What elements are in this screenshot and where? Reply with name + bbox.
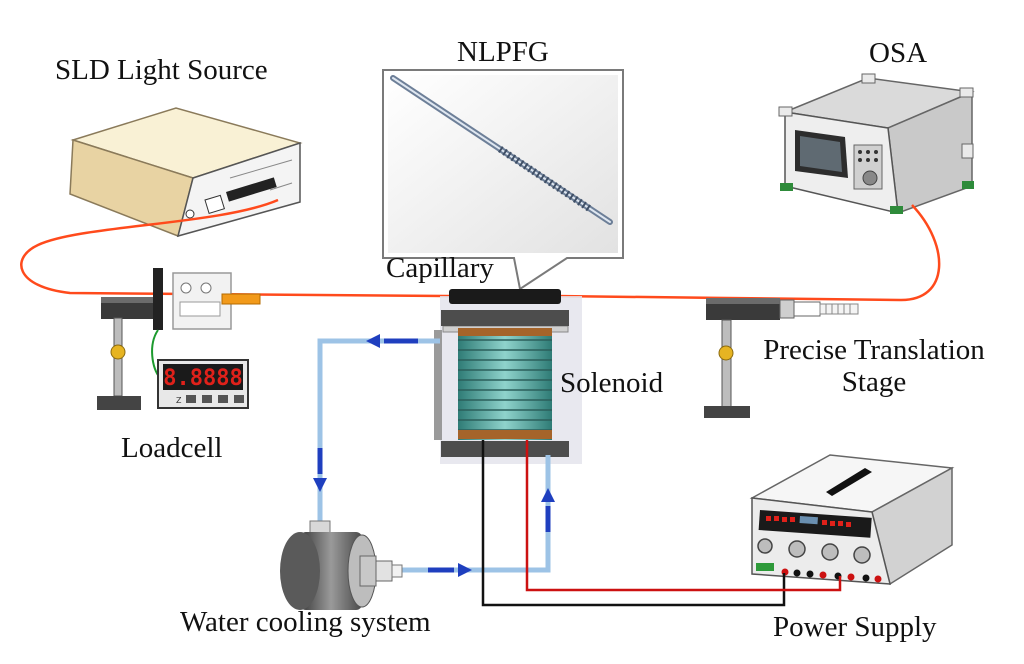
solenoid-icon	[434, 296, 582, 464]
sld-light-source-icon	[69, 107, 303, 238]
positive-wire	[525, 440, 842, 592]
power-supply-icon	[749, 454, 955, 586]
loadcell-key-label: Z	[176, 396, 182, 405]
power-supply-label: Power Supply	[773, 611, 937, 643]
loadcell-meter-icon: 8.8888 Z	[157, 359, 249, 409]
pump-icon	[280, 520, 403, 610]
precise-translation-label-line1: Precise Translation	[763, 334, 985, 366]
solenoid-label: Solenoid	[560, 367, 664, 399]
osa-label: OSA	[869, 37, 928, 69]
loadcell-label: Loadcell	[121, 432, 223, 464]
capillary-label: Capillary	[386, 252, 494, 284]
water-cooling-system-label: Water cooling system	[180, 606, 431, 638]
flow-arrows	[313, 334, 555, 577]
osa-instrument-icon	[778, 73, 975, 215]
sld-light-source-label: SLD Light Source	[55, 54, 268, 86]
grating-fiber-icon	[382, 69, 624, 291]
precise-translation-stage-label: Precise Translation Stage	[745, 334, 1003, 399]
translation-stage-icon	[704, 298, 859, 418]
loadcell-icon	[97, 268, 261, 410]
nlpfg-label: NLPFG	[457, 36, 549, 68]
precise-translation-label-line2: Stage	[841, 366, 907, 399]
loadcell-reading: 8.8888	[163, 366, 242, 391]
capillary-icon	[449, 289, 561, 304]
